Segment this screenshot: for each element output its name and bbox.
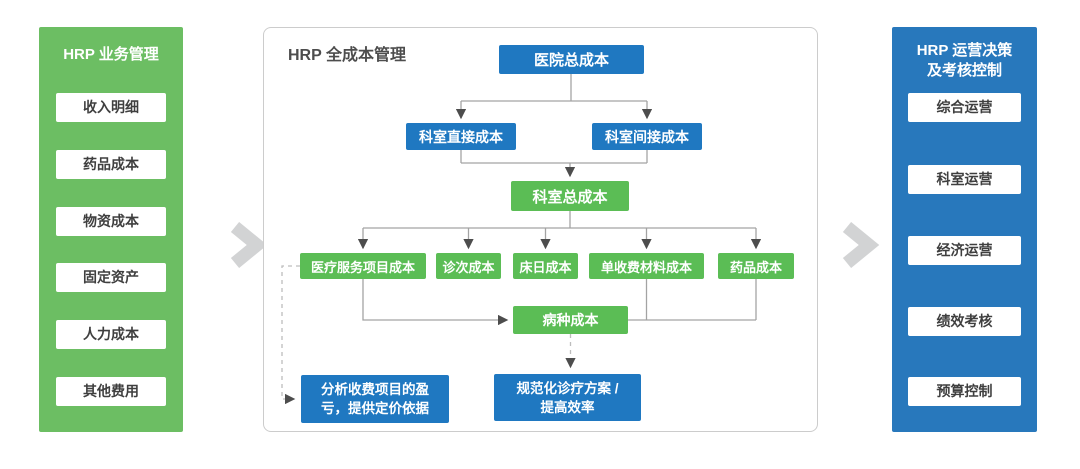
node-dept-indirect-cost: 科室间接成本 bbox=[592, 123, 702, 150]
node-disease-type-cost: 病种成本 bbox=[513, 306, 628, 334]
right-panel-item-economic-operation: 经济运营 bbox=[908, 236, 1021, 265]
right-panel-title-line1: HRP 运营决策 bbox=[916, 42, 1013, 59]
node-single-charge-material-cost: 单收费材料成本 bbox=[589, 253, 704, 279]
outcome-pricing-line1: 分析收费项目的盈 bbox=[321, 382, 429, 397]
node-drug-cost: 药品成本 bbox=[718, 253, 794, 279]
right-panel-item-budget-control: 预算控制 bbox=[908, 377, 1021, 406]
left-panel: HRP 业务管理 收入明细 药品成本 物资成本 固定资产 人力成本 其他费用 bbox=[39, 27, 183, 432]
right-panel: HRP 运营决策 及考核控制 综合运营 科室运营 经济运营 绩效考核 预算控制 bbox=[892, 27, 1037, 432]
right-panel-item-performance-assessment: 绩效考核 bbox=[908, 307, 1021, 336]
left-panel-title: HRP 业务管理 bbox=[63, 46, 159, 63]
right-panel-item-dept-operation: 科室运营 bbox=[908, 165, 1021, 194]
flow-connectors bbox=[281, 74, 762, 405]
left-panel-item-material-cost: 物资成本 bbox=[56, 207, 166, 236]
center-panel-title: HRP 全成本管理 bbox=[288, 47, 406, 64]
outcome-pricing-analysis: 分析收费项目的盈 亏，提供定价依据 bbox=[301, 375, 449, 423]
node-bed-day-cost: 床日成本 bbox=[513, 253, 578, 279]
left-panel-item-other-expense: 其他费用 bbox=[56, 377, 166, 406]
outcome-standard-line1: 规范化诊疗方案 / bbox=[516, 380, 619, 396]
node-hospital-total-cost: 医院总成本 bbox=[499, 45, 644, 74]
chevron-right-icon bbox=[842, 222, 880, 268]
right-panel-title: HRP 运营决策 及考核控制 bbox=[892, 41, 1037, 81]
node-dept-total-cost: 科室总成本 bbox=[511, 181, 629, 211]
right-panel-title-line2: 及考核控制 bbox=[926, 62, 1002, 79]
chevron-right-icon bbox=[230, 222, 268, 268]
node-visit-cost: 诊次成本 bbox=[436, 253, 501, 279]
node-medical-service-item-cost: 医疗服务项目成本 bbox=[300, 253, 426, 279]
outcome-standard-line2: 提高效率 bbox=[540, 399, 595, 415]
outcome-standardized-treatment: 规范化诊疗方案 / 提高效率 bbox=[494, 374, 641, 421]
outcome-pricing-line2: 亏，提供定价依据 bbox=[321, 401, 429, 416]
center-panel: HRP 全成本管理 bbox=[263, 27, 818, 432]
right-panel-item-comprehensive-operation: 综合运营 bbox=[908, 93, 1021, 122]
left-panel-item-income-detail: 收入明细 bbox=[56, 93, 166, 122]
node-dept-direct-cost: 科室直接成本 bbox=[406, 123, 516, 150]
left-panel-item-drug-cost: 药品成本 bbox=[56, 150, 166, 179]
left-panel-item-fixed-assets: 固定资产 bbox=[56, 263, 166, 292]
left-panel-item-labor-cost: 人力成本 bbox=[56, 320, 166, 349]
